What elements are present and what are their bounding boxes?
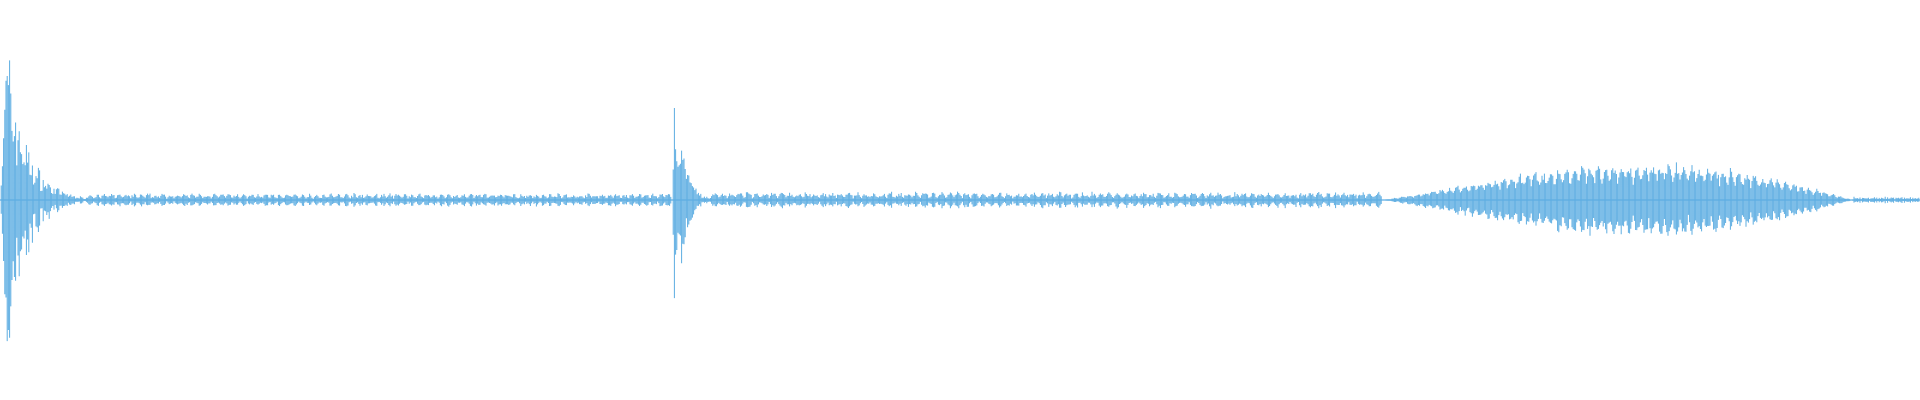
waveform-signal — [0, 60, 1920, 342]
waveform-strokes — [0, 60, 1920, 342]
